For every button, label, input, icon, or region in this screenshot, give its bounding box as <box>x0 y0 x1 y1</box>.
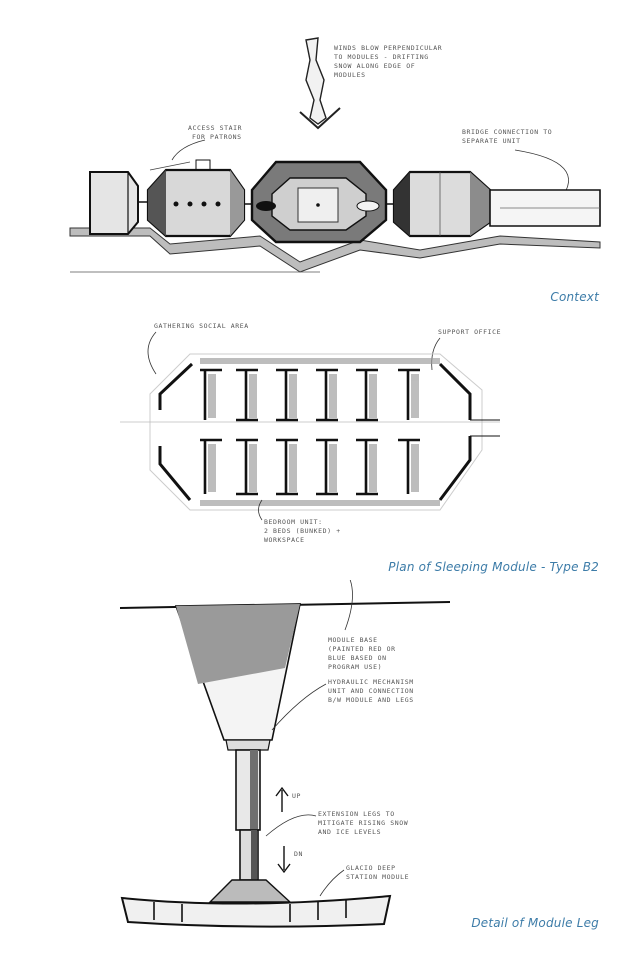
up-arrow-icon <box>275 786 289 812</box>
module-3 <box>250 160 388 244</box>
bedroom-units-top <box>200 368 420 422</box>
down-arrow-icon <box>277 846 291 874</box>
hydraulic-note: HYDRAULIC MECHANISM UNIT AND CONNECTION … <box>328 678 418 704</box>
module-2 <box>146 159 246 238</box>
context-panel: WINDS BLOW PERPENDICULAR TO MODULES - DR… <box>0 0 621 310</box>
stair-note: ACCESS STAIR FOR PATRONS <box>188 124 247 141</box>
base-note: MODULE BASE (PAINTED RED OR BLUE BASED O… <box>328 636 400 671</box>
bedroom-units-bottom <box>200 438 420 496</box>
up-label: UP <box>292 792 301 800</box>
bridge-note: BRIDGE CONNECTION TO SEPARATE UNIT <box>462 128 557 145</box>
context-sketch: WINDS BLOW PERPENDICULAR TO MODULES - DR… <box>69 37 601 273</box>
leg-sketch: UP DN MODULE BASE (PAINTED RED OR BLUE B… <box>119 569 451 928</box>
module-left <box>89 171 139 235</box>
support-note: SUPPORT OFFICE <box>438 328 501 336</box>
caption-detail: Detail of Module Leg <box>471 916 599 930</box>
extension-note: EXTENSION LEGS TO MITIGATE RISING SNOW A… <box>318 810 413 836</box>
station-base <box>120 879 392 928</box>
station-note: GLACIO DEEP STATION MODULE <box>346 864 409 881</box>
plan-panel: GATHERING SOCIAL AREA SUPPORT OFFICE <box>0 310 621 580</box>
bridge-connection <box>489 189 601 227</box>
bedroom-note: BEDROOM UNIT: 2 BEDS (BUNKED) + WORKSPAC… <box>264 518 345 544</box>
extension-leg <box>235 749 261 881</box>
wind-arrow-icon <box>299 37 341 130</box>
leg-panel: UP DN MODULE BASE (PAINTED RED OR BLUE B… <box>0 569 621 960</box>
down-label: DN <box>294 850 303 858</box>
module-4 <box>392 170 492 238</box>
plan-sketch: GATHERING SOCIAL AREA SUPPORT OFFICE <box>120 322 501 544</box>
terrain <box>69 227 601 273</box>
caption-context: Context <box>550 290 599 304</box>
unit-shading-bottom <box>200 444 440 506</box>
module-plan-outline <box>120 353 500 511</box>
wind-note: WINDS BLOW PERPENDICULAR TO MODULES - DR… <box>334 44 447 79</box>
unit-shading-top <box>200 358 440 418</box>
caption-plan: Plan of Sleeping Module - Type B2 <box>388 560 599 574</box>
gathering-note: GATHERING SOCIAL AREA <box>154 322 249 330</box>
module-base <box>174 603 301 751</box>
